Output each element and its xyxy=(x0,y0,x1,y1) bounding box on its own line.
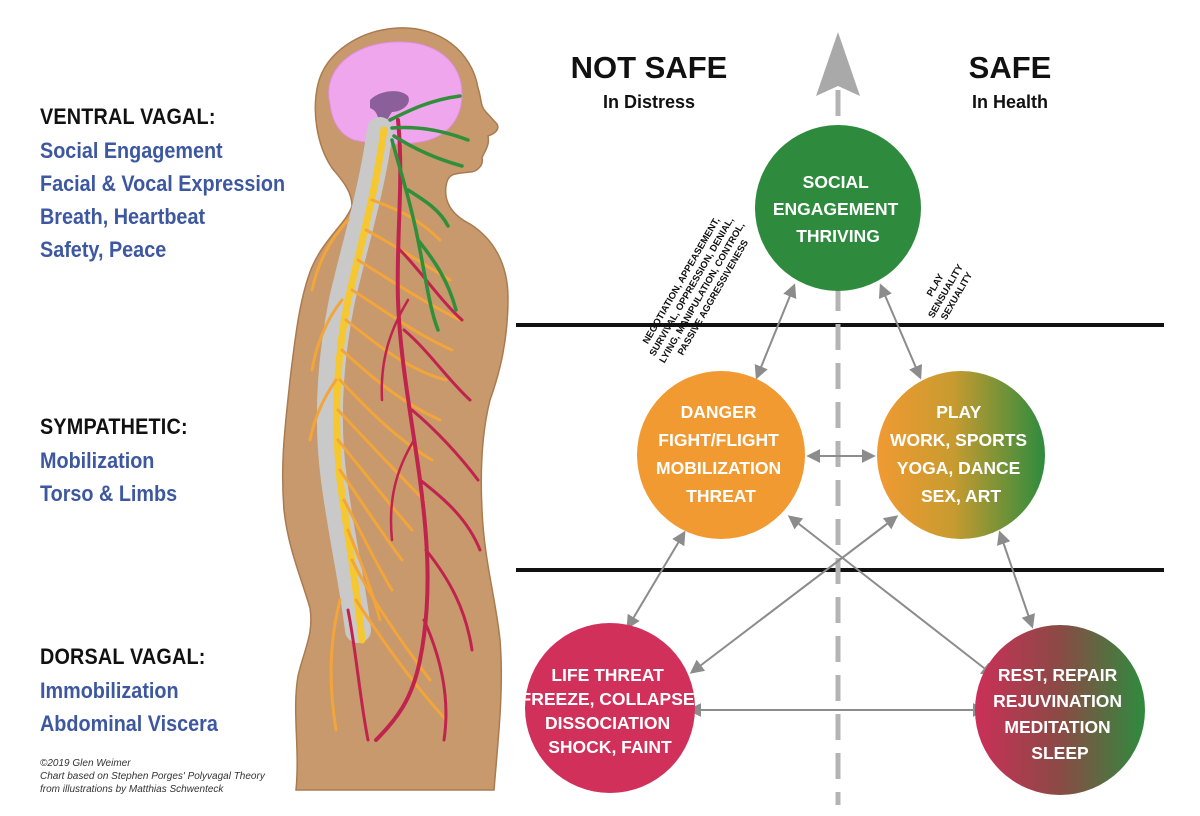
spine xyxy=(316,117,393,643)
sympathetic-title: SYMPATHETIC: xyxy=(40,414,188,439)
danger-text: DANGER FIGHT/FLIGHT MOBILIZATION THREAT xyxy=(656,402,786,506)
not-safe-title: NOT SAFE xyxy=(571,50,728,85)
ventral-vagal-title: VENTRAL VAGAL: xyxy=(40,104,216,129)
dorsal-vagal-section: DORSAL VAGAL: Immobilization Abdominal V… xyxy=(40,644,238,740)
rest-line-2: REJUVINATION xyxy=(993,691,1122,711)
danger-circle-shape xyxy=(637,371,805,539)
safe-behaviors-text: PLAY SENSUALITY SEXUALITY xyxy=(916,254,978,326)
ventral-line-4: Safety, Peace xyxy=(40,237,167,262)
circle-rest: REST, REPAIR REJUVINATION MEDITATION SLE… xyxy=(975,625,1145,795)
not-safe-behaviors-text: NEGOTIATION, APPEASEMENT, SURVIVAL, OPPR… xyxy=(637,206,759,371)
rest-line-3: MEDITATION xyxy=(1004,717,1110,737)
circle-play: PLAY WORK, SPORTS YOGA, DANCE SEX, ART xyxy=(877,371,1045,539)
lifethreat-text: LIFE THREAT FREEZE, COLLAPSE DISSOCIATIO… xyxy=(521,665,700,757)
not-safe-behaviors-note: NEGOTIATION, APPEASEMENT, SURVIVAL, OPPR… xyxy=(637,206,759,371)
safe-title: SAFE xyxy=(969,50,1052,85)
arrow-play-lifethreat xyxy=(689,515,899,674)
sympathetic-line-1: Mobilization xyxy=(40,448,155,473)
ventral-line-1: Social Engagement xyxy=(40,138,223,163)
ventral-vagal-section: VENTRAL VAGAL: Social Engagement Facial … xyxy=(40,104,312,266)
safe-subtitle: In Health xyxy=(972,92,1048,112)
dorsal-vagal-title: DORSAL VAGAL: xyxy=(40,644,206,669)
lifethreat-line-4: SHOCK, FAINT xyxy=(548,737,672,757)
circle-life-threat: LIFE THREAT FREEZE, COLLAPSE DISSOCIATIO… xyxy=(521,623,700,793)
rest-circle-shape xyxy=(975,625,1145,795)
danger-line-3: MOBILIZATION xyxy=(656,458,781,478)
arrow-danger-rest xyxy=(787,515,996,677)
dorsal-line-1: Immobilization xyxy=(40,678,179,703)
safe-behaviors-note: PLAY SENSUALITY SEXUALITY xyxy=(916,254,978,326)
arrow-danger-lifethreat xyxy=(626,530,686,630)
social-circle-shape xyxy=(755,125,921,291)
social-line-2: ENGAGEMENT xyxy=(773,199,899,219)
ventral-line-3: Breath, Heartbeat xyxy=(40,204,206,229)
body-illustration xyxy=(281,27,509,791)
lifethreat-circle-shape xyxy=(525,623,695,793)
spinal-cord xyxy=(333,126,388,644)
arrow-play-rest xyxy=(997,530,1035,629)
sympathetic-section: SYMPATHETIC: Mobilization Torso & Limbs xyxy=(40,414,204,510)
credit-line-3: from illustrations by Matthias Schwentec… xyxy=(40,784,224,795)
not-safe-subtitle: In Distress xyxy=(603,92,695,112)
danger-line-4: THREAT xyxy=(686,486,756,506)
sympathetic-line-2: Torso & Limbs xyxy=(40,481,178,506)
circle-danger: DANGER FIGHT/FLIGHT MOBILIZATION THREAT xyxy=(637,371,805,539)
ventral-line-2: Facial & Vocal Expression xyxy=(40,171,286,196)
credits: ©2019 Glen Weimer Chart based on Stephen… xyxy=(40,757,265,796)
play-line-4: SEX, ART xyxy=(921,486,1001,506)
rest-line-1: REST, REPAIR xyxy=(998,665,1118,685)
credit-line-2: Chart based on Stephen Porges' Polyvagal… xyxy=(40,771,265,782)
play-line-2: WORK, SPORTS xyxy=(890,430,1027,450)
rest-text: REST, REPAIR REJUVINATION MEDITATION SLE… xyxy=(993,665,1127,763)
social-text: SOCIAL ENGAGEMENT THRIVING xyxy=(773,172,903,246)
play-line-1: PLAY xyxy=(936,402,981,422)
lifethreat-line-1: LIFE THREAT xyxy=(551,665,664,685)
connector-arrows xyxy=(626,283,1035,717)
vagus-nerve xyxy=(346,118,482,742)
social-line-3: THRIVING xyxy=(796,226,880,246)
play-circle-shape xyxy=(877,371,1045,539)
dorsal-line-2: Abdominal Viscera xyxy=(40,711,218,736)
danger-line-1: DANGER xyxy=(681,402,757,422)
danger-line-2: FIGHT/FLIGHT xyxy=(658,430,779,450)
rest-line-4: SLEEP xyxy=(1031,743,1089,763)
play-line-3: YOGA, DANCE xyxy=(897,458,1020,478)
circle-social-engagement: SOCIAL ENGAGEMENT THRIVING xyxy=(755,125,921,291)
credit-line-1: ©2019 Glen Weimer xyxy=(40,758,131,769)
ventral-vagal-nerve xyxy=(388,94,470,332)
lifethreat-line-2: FREEZE, COLLAPSE xyxy=(521,689,695,709)
lifethreat-line-3: DISSOCIATION xyxy=(545,713,670,733)
arrow-social-danger xyxy=(754,283,797,380)
play-text: PLAY WORK, SPORTS YOGA, DANCE SEX, ART xyxy=(890,402,1032,506)
arrow-social-play xyxy=(878,283,923,380)
axis-arrowhead xyxy=(816,32,860,96)
social-line-1: SOCIAL xyxy=(803,172,869,192)
